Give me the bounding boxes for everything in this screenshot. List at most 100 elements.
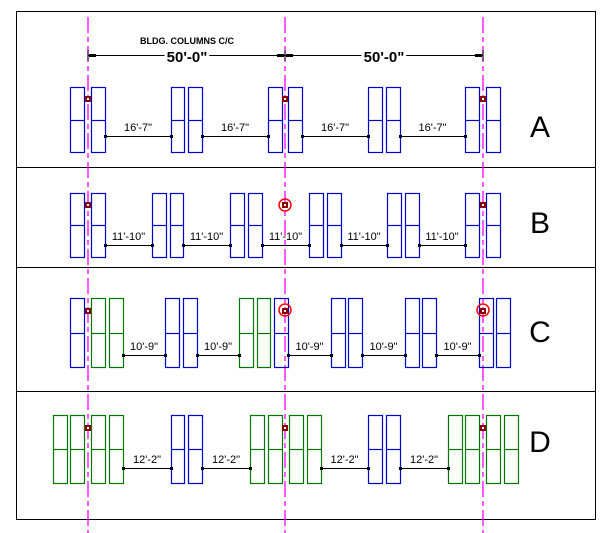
rack-existing [187, 86, 204, 154]
aisle-dimension-label: 10'-9" [130, 341, 158, 353]
span-dimension-1: 50'-0" [167, 49, 208, 66]
rack-new [256, 297, 272, 369]
rack-existing [247, 192, 264, 259]
aisle-dimension-label: 10'-9" [369, 341, 397, 353]
rack-existing [464, 86, 481, 154]
aisle-dimension-end [201, 467, 204, 470]
aisle-dimension-end [418, 244, 421, 247]
aisle-dimension-end [399, 135, 402, 138]
aisle-dimension-label: 10'-9" [204, 341, 232, 353]
conflict-circle [278, 198, 292, 212]
aisle-dimension-end [229, 244, 232, 247]
aisle-dimension: 16'-7" [399, 122, 467, 138]
aisle-dimension-end [122, 354, 125, 357]
aisle-dimension-end [249, 467, 252, 470]
aisle-dimension-end [464, 135, 467, 138]
column-marker-dot [284, 427, 286, 429]
aisle-dimension-label: 10'-9" [443, 341, 471, 353]
span-dimension-2: 50'-0" [364, 49, 405, 66]
aisle-dimension-end [170, 467, 173, 470]
aisle-dimension-end [340, 244, 343, 247]
aisle-dimension: 10'-9" [122, 341, 167, 357]
column-marker-dot [87, 98, 89, 100]
aisle-dimension-end [261, 244, 264, 247]
rack-existing [151, 192, 168, 259]
rack-existing [69, 297, 86, 369]
aisle-dimension-end [464, 244, 467, 247]
rack-existing [367, 86, 384, 154]
rack-existing [229, 192, 246, 259]
rack-new [90, 414, 107, 485]
rack-existing [367, 414, 384, 485]
aisle-dimension: 12'-2" [399, 454, 450, 470]
aisle-dimension-label: 16'-7" [221, 122, 249, 134]
aisle-dimension-end [196, 354, 199, 357]
aisle-dimension-label: 16'-7" [321, 122, 349, 134]
aisle-dimension-end [308, 244, 311, 247]
aisle-dimension: 11'-10" [340, 231, 389, 247]
rack-existing [347, 297, 364, 369]
column-marker-dot [87, 204, 89, 206]
aisle-dimension-end [151, 244, 154, 247]
aisle-dimension-end [182, 244, 185, 247]
aisle-dimension-end [238, 354, 241, 357]
rack-existing [386, 192, 403, 259]
row-d: 12'-2" 12'-2" 12'-2" 12'-2" [52, 414, 520, 485]
aisle-dimension-end [301, 135, 304, 138]
dimension-arrow [89, 54, 96, 57]
aisle-dimension-label: 11'-10" [347, 231, 380, 243]
row-label-b: B [530, 207, 550, 240]
aisle-dimension: 10'-9" [435, 341, 481, 357]
aisle-dimension: 11'-10" [261, 231, 311, 247]
column-marker-dot [87, 427, 89, 429]
aisle-dimension-label: 16'-7" [418, 122, 446, 134]
column-marker-dot [482, 204, 484, 206]
aisle-dimension-end [386, 244, 389, 247]
aisle-dimension-label: 12'-2" [410, 454, 438, 466]
rack-new [69, 414, 86, 485]
rack-new [288, 414, 305, 485]
conflict-circle [278, 303, 292, 317]
aisle-dimension-label: 12'-2" [330, 454, 358, 466]
rack-existing [385, 86, 402, 154]
rack-existing [464, 192, 481, 259]
rack-new [238, 297, 255, 369]
rack-existing [187, 414, 204, 485]
aisle-dimension-label: 16'-7" [124, 122, 152, 134]
rack-existing [182, 297, 199, 369]
row-c: 10'-9"10'-9"10'-9"10'-9"10'-9" [69, 297, 512, 369]
rack-existing [485, 192, 502, 259]
aisle-dimension-label: 12'-2" [212, 454, 240, 466]
aisle-dimension: 16'-7" [201, 122, 270, 138]
rack-existing [308, 192, 325, 259]
aisle-dimension-end [399, 467, 402, 470]
row-b: 11'-10" 11'-10" 11'-10" 11'-10" 11'-10" [69, 192, 502, 259]
aisle-dimension-end [267, 135, 270, 138]
rack-existing [69, 86, 86, 154]
row-label-a: A [530, 111, 550, 144]
dimension-arrow [286, 54, 293, 57]
column-marker-dot [482, 310, 484, 312]
rack-existing [170, 86, 186, 154]
rack-new [485, 414, 502, 485]
rack-existing [326, 192, 343, 259]
drawing-frame [16, 11, 596, 520]
rack-new [108, 297, 125, 369]
aisle-dimension-end [104, 244, 107, 247]
rack-existing [90, 86, 107, 154]
aisle-dimension: 16'-7" [104, 122, 173, 138]
rack-existing [404, 297, 421, 369]
aisle-dimension-label: 11'-10" [112, 231, 145, 243]
aisle-dimension: 11'-10" [182, 231, 232, 247]
aisle-dimension: 10'-9" [196, 341, 241, 357]
row-label-d: D [529, 426, 551, 459]
rack-existing [164, 297, 181, 369]
rack-new [249, 414, 266, 485]
aisle-dimension-end [330, 354, 333, 357]
aisle-dimension-end [447, 467, 450, 470]
aisle-dimension-label: 12'-2" [133, 454, 161, 466]
aisle-dimension-end [404, 354, 407, 357]
header-title: BLDG. COLUMNS C/C [140, 36, 234, 46]
aisle-dimension: 12'-2" [122, 454, 173, 470]
aisle-dimension: 11'-10" [418, 231, 467, 247]
